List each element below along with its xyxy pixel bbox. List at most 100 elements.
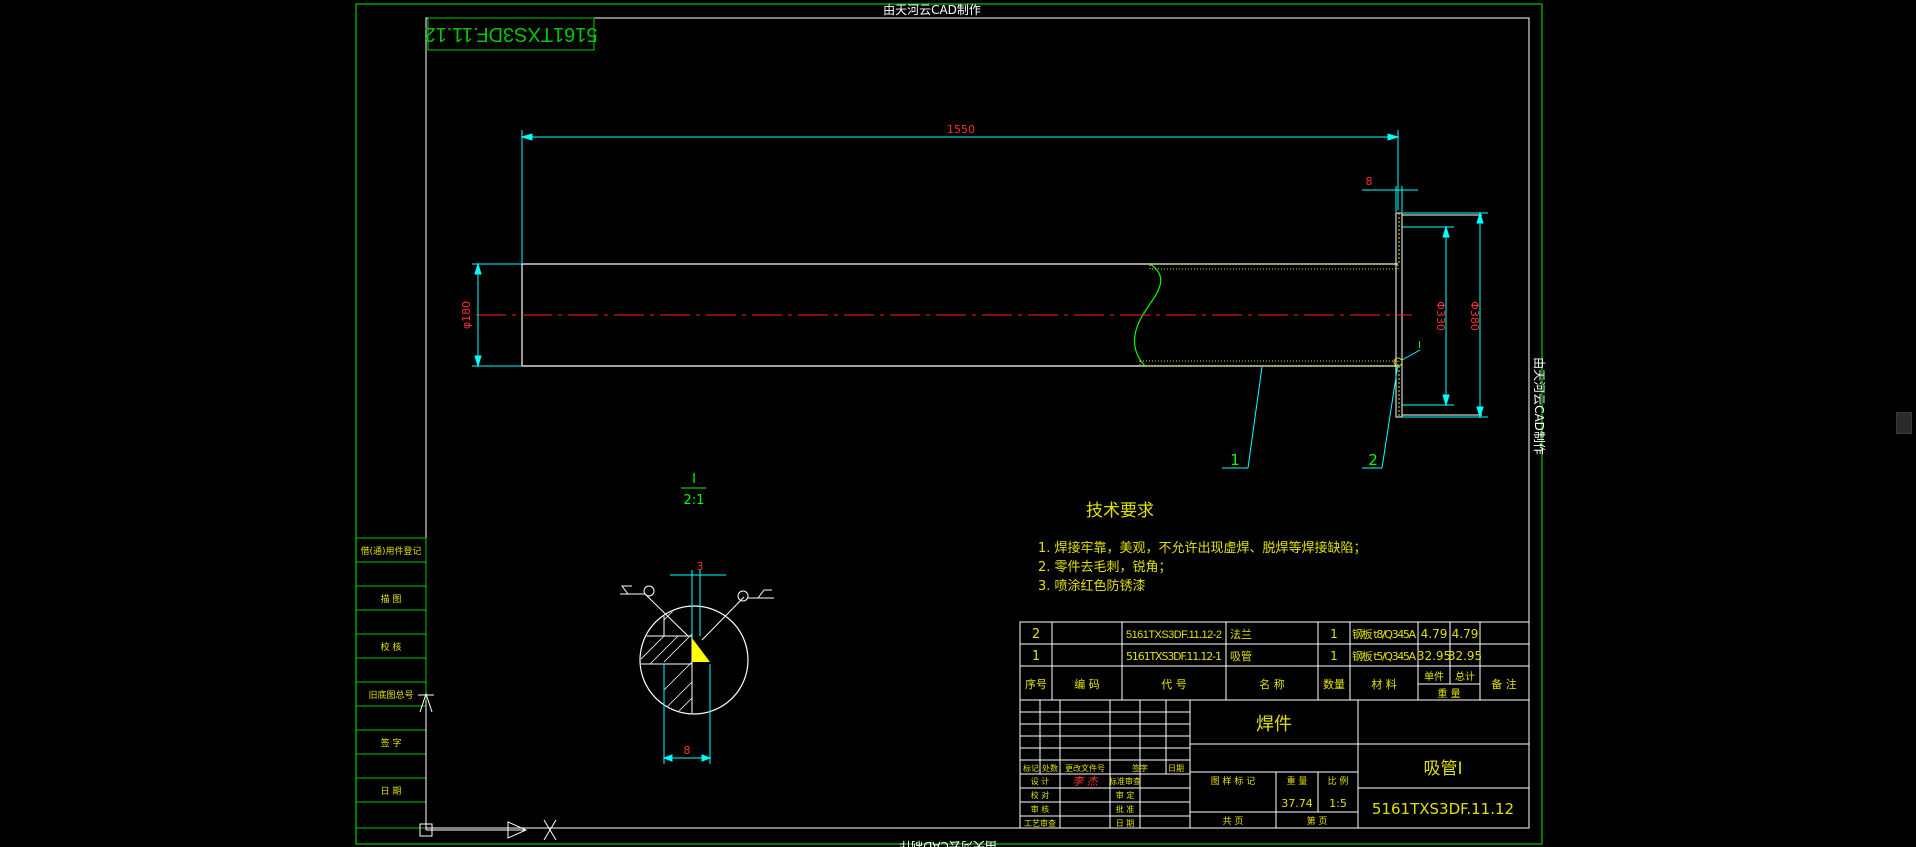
label-mark: 标记 <box>1023 763 1039 773</box>
watermark-right: 由天河云CAD制作 <box>1532 357 1546 455</box>
bom-row-2-total: 4.79 <box>1452 627 1479 641</box>
weld-fillet <box>692 638 710 662</box>
watermark-top: 由天河云CAD制作 <box>883 3 981 17</box>
dim-pipe-diameter <box>472 262 522 368</box>
label-check: 校 对 <box>1031 790 1050 800</box>
weight-value: 37.74 <box>1281 797 1313 810</box>
left-strip-4: 旧底图总号 <box>368 689 413 701</box>
scale-value: 1:5 <box>1329 797 1347 810</box>
bom-row-1-total: 32.95 <box>1448 649 1482 663</box>
bom-header-material: 材 料 <box>1371 677 1397 691</box>
label-date: 日期 <box>1168 764 1184 773</box>
bom-header-code: 编 码 <box>1074 677 1100 691</box>
tech-req-title: 技术要求 <box>1086 501 1154 521</box>
detail-dim-bottom-text: 8 <box>684 744 691 757</box>
detail-dim-bottom <box>662 664 712 764</box>
bom-row-1-no: 1 <box>1032 649 1040 664</box>
break-line <box>1133 263 1162 367</box>
label-review: 审 核 <box>1031 804 1050 814</box>
ucs-icon <box>418 692 557 841</box>
leader-pipe <box>1222 366 1263 469</box>
detail-dim-top-text: 3 <box>697 560 704 573</box>
label-change-doc: 更改文件号 <box>1065 763 1105 773</box>
bom-row-1: 1 5161TXS3DF.11.12-1 吸管 1 钢板 t5/Q345A 32… <box>1032 649 1482 664</box>
bom-row-2-name: 法兰 <box>1230 627 1252 641</box>
label-count: 处数 <box>1042 763 1058 773</box>
detail-label: I <box>692 472 696 487</box>
dim-flange-diameter-text: Φ380 <box>1468 301 1481 331</box>
bom-header-qty: 数量 <box>1323 678 1345 691</box>
bom-header-total: 总计 <box>1455 670 1475 683</box>
bom-row-1-material: 钢板 t5/Q345A <box>1352 649 1416 663</box>
tech-req-item-2: 2. 零件去毛刺，锐角； <box>1038 560 1172 575</box>
label-audit: 审 定 <box>1116 790 1135 800</box>
leader-flange <box>1362 363 1399 469</box>
balloon-flange: 2 <box>1368 451 1378 469</box>
dim-bore-diameter-text: Φ330 <box>1434 301 1447 331</box>
dim-flange-diameter <box>1402 211 1488 419</box>
title-block-grid <box>1019 621 1530 829</box>
dim-length-text: 1550 <box>947 123 975 136</box>
bom-row-1-unit: 32.95 <box>1417 649 1451 663</box>
bom-header-no: 序号 <box>1025 677 1047 691</box>
inner-frame <box>425 17 1530 829</box>
bom-header-weight: 重 量 <box>1437 687 1460 700</box>
bom-row-2: 2 5161TXS3DF.11.12-2 法兰 1 钢板 t8/Q345A 4.… <box>1032 627 1479 642</box>
detail-ref-leader <box>1401 349 1421 361</box>
bom-row-2-unit: 4.79 <box>1421 627 1448 641</box>
drawing-no: 5161TXS3DF.11.12 <box>1372 800 1514 818</box>
outer-frame <box>355 3 1543 845</box>
sheet-label: 第 页 <box>1307 815 1328 827</box>
designer-signature: 李 杰 <box>1072 775 1099 788</box>
detail-ref-label: I <box>1418 340 1421 351</box>
label-process: 工艺审查 <box>1024 818 1056 828</box>
left-strip <box>355 537 427 829</box>
bom-row-2-material: 钢板 t8/Q345A <box>1352 627 1416 641</box>
left-strip-6: 日 期 <box>381 786 402 797</box>
label-date2: 日 期 <box>1116 819 1135 828</box>
scrollbar-thumb[interactable] <box>1896 412 1912 434</box>
left-strip-5: 签 字 <box>381 737 402 749</box>
dim-pipe-diameter-text: φ180 <box>460 301 473 329</box>
stage-label: 图 样 标 记 <box>1211 775 1256 787</box>
bom-header-unit: 单件 <box>1424 671 1444 683</box>
bom-header-remark: 备 注 <box>1491 677 1517 691</box>
scale-label: 比 例 <box>1328 775 1349 787</box>
balloon-pipe: 1 <box>1230 451 1240 469</box>
detail-scale: 2:1 <box>684 493 705 508</box>
bom-header: 序号 编 码 代 号 名 称 数量 材 料 单件 总计 重 量 备 注 <box>1025 670 1517 700</box>
approval-labels: 标记 处数 更改文件号 签字 日期 设 计 标准审查 校 对 审 定 审 核 批… <box>1023 763 1184 828</box>
drawing-number-box <box>427 17 595 51</box>
part-name: 吸管I <box>1423 759 1462 779</box>
tech-req-item-3: 3. 喷涂红色防锈漆 <box>1038 578 1146 594</box>
detail-dim-top <box>670 570 726 636</box>
bom-header-part: 代 号 <box>1161 678 1187 691</box>
detail-circle <box>639 605 749 715</box>
dim-bore-diameter <box>1402 225 1454 407</box>
detail-section <box>641 607 693 713</box>
weight-label: 重 量 <box>1287 775 1308 787</box>
left-strip-1: 借(通)用件登记 <box>360 545 421 557</box>
label-approve: 批 准 <box>1116 804 1135 814</box>
weld-symbol-right <box>701 589 774 641</box>
bom-row-1-qty: 1 <box>1330 649 1338 663</box>
label-design: 设 计 <box>1031 776 1050 786</box>
bom-row-2-no: 2 <box>1032 627 1040 642</box>
part-type: 焊件 <box>1256 714 1292 735</box>
dim-flange-thickness <box>1362 186 1418 212</box>
bom-row-1-name: 吸管 <box>1230 649 1252 663</box>
drawing-number-box-text: 5161TXS3DF.11.12 <box>424 23 597 45</box>
bom-row-2-qty: 1 <box>1330 627 1338 641</box>
pipe-wall-bottom <box>1139 360 1399 367</box>
bom-row-1-part: 5161TXS3DF.11.12-1 <box>1126 650 1222 663</box>
dim-flange-thickness-text: 8 <box>1366 175 1373 188</box>
pipe-wall-top <box>1149 263 1399 270</box>
left-strip-3: 校 核 <box>381 641 402 653</box>
bom-row-2-part: 5161TXS3DF.11.12-2 <box>1126 629 1222 641</box>
label-std-review: 标准审查 <box>1109 776 1141 786</box>
total-sheets-label: 共 页 <box>1223 816 1244 827</box>
left-strip-2: 描 图 <box>381 593 402 605</box>
bom-header-name: 名 称 <box>1259 677 1285 691</box>
watermark-bottom: 由天河云CAD制作 <box>899 839 997 847</box>
